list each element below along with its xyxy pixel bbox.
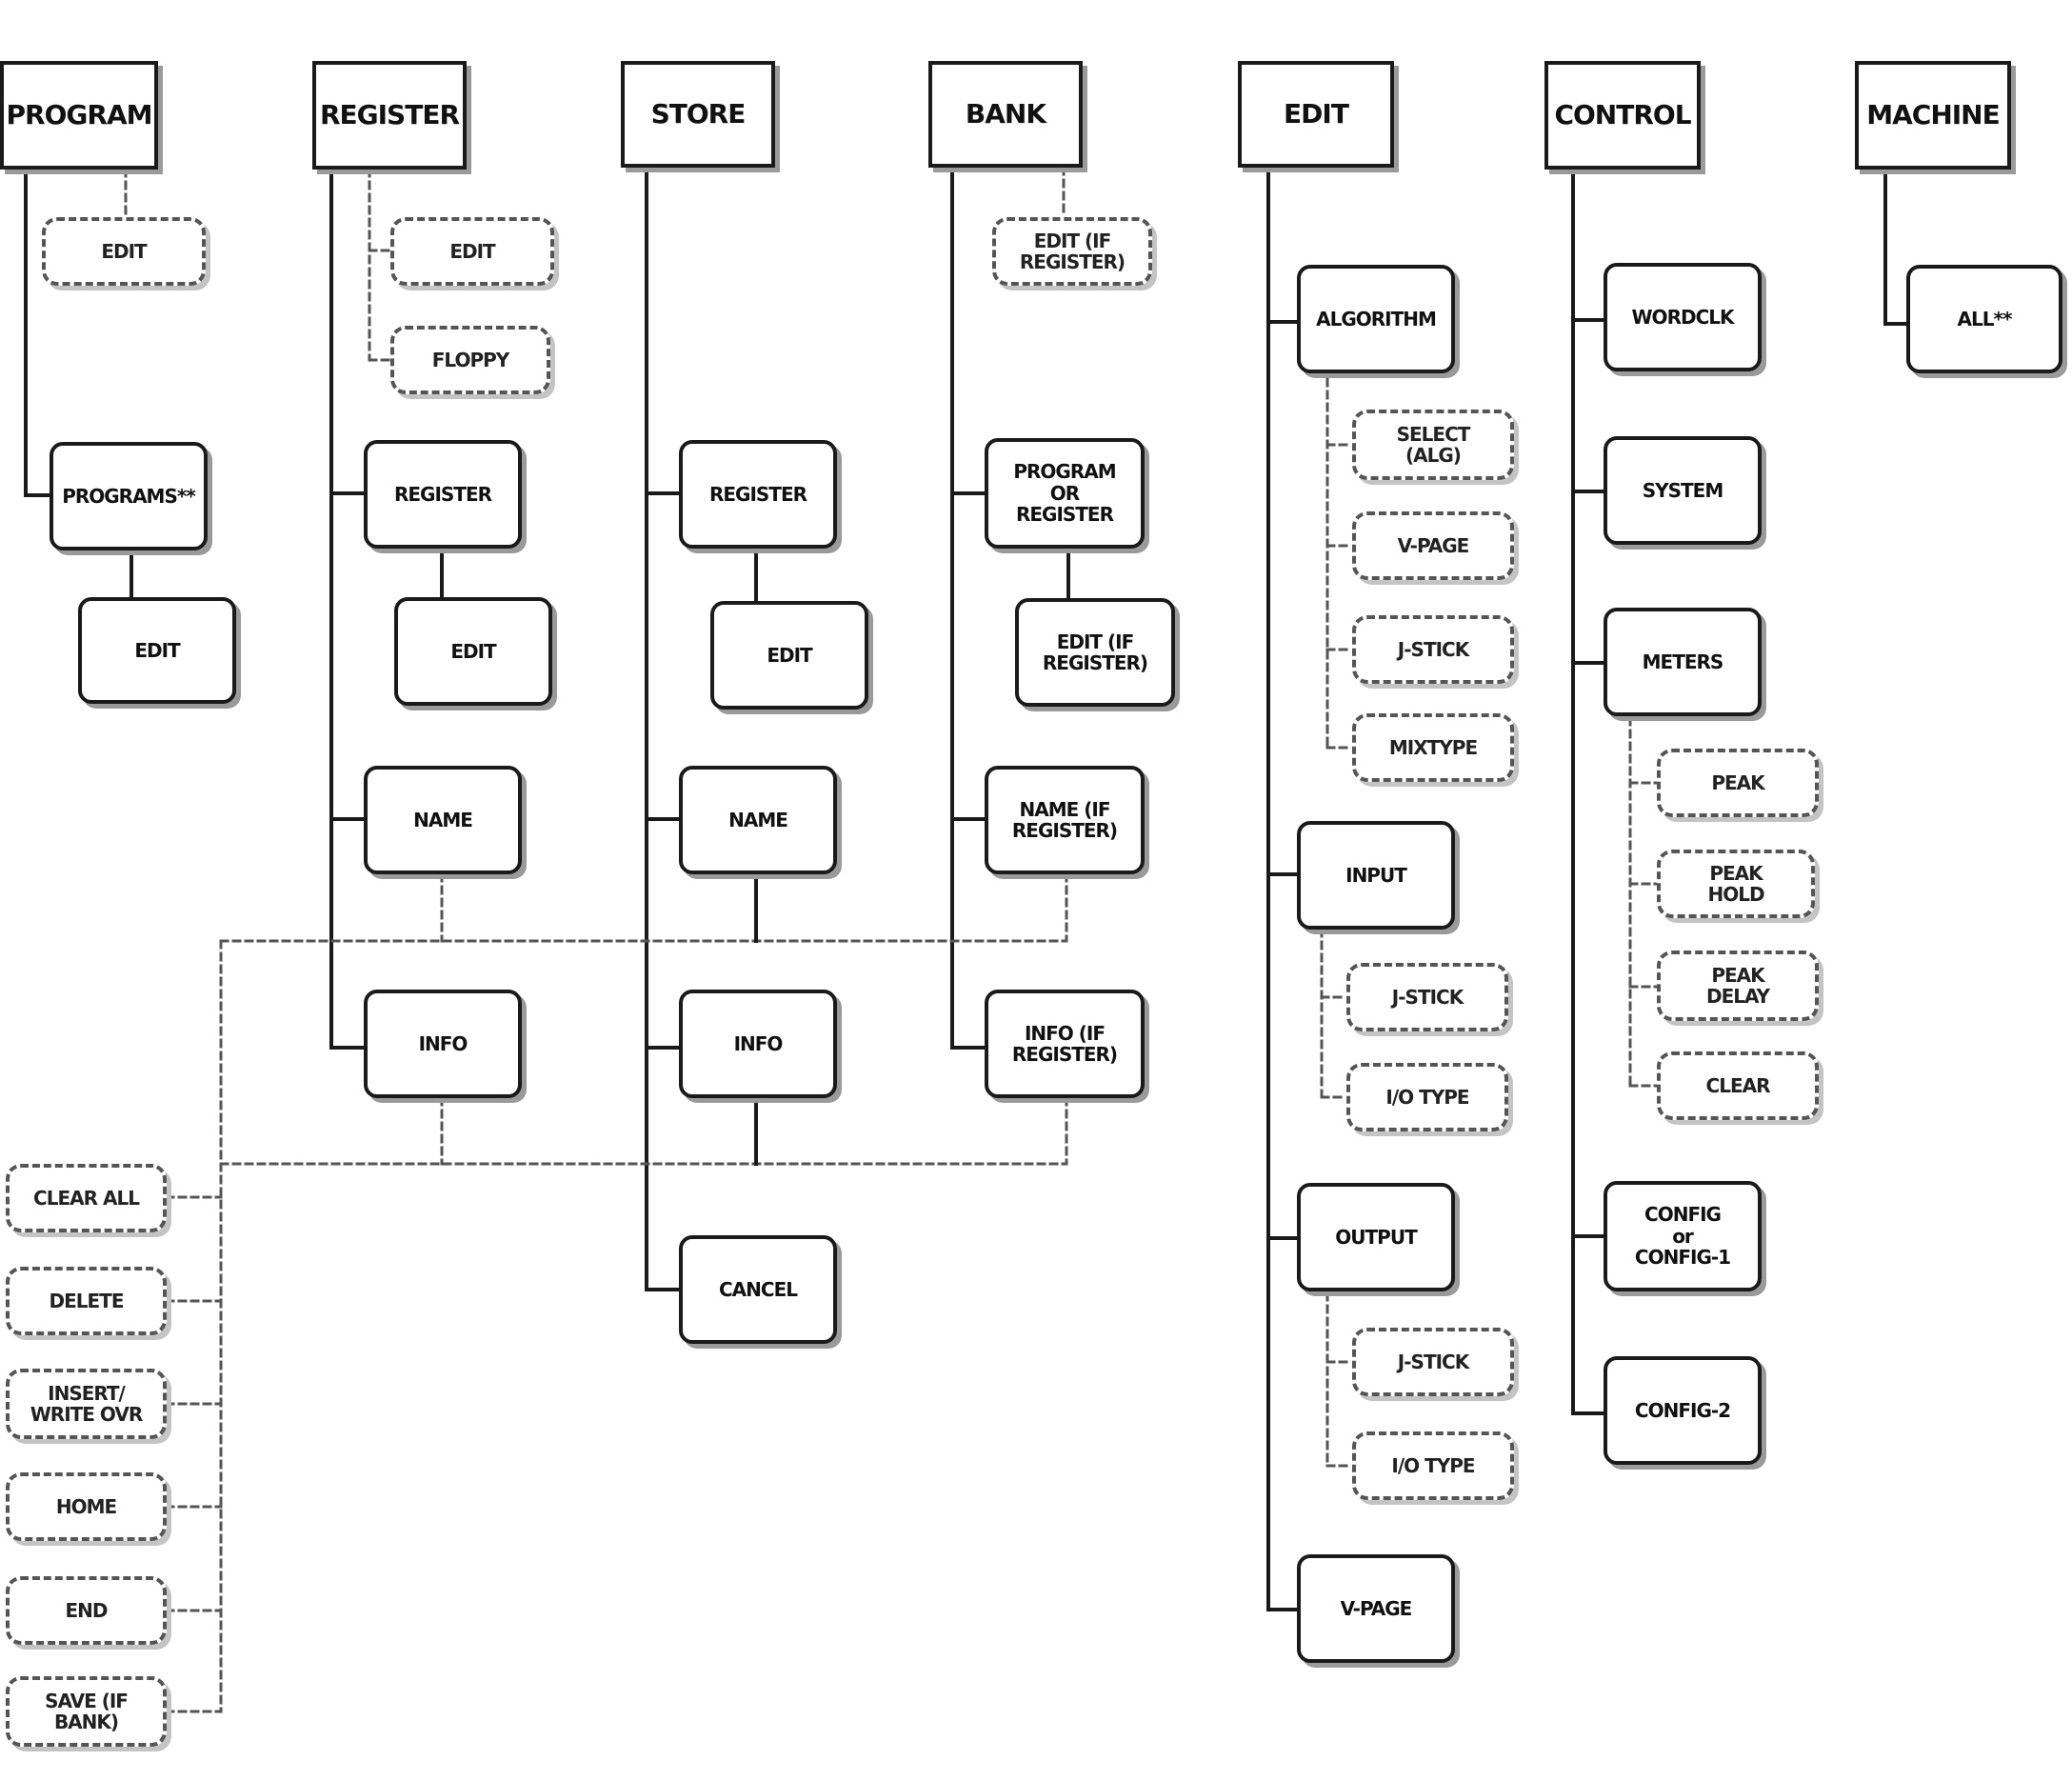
- control-config-item[interactable]: CONFIG or CONFIG-1: [1604, 1181, 1762, 1291]
- option-save-if-bank[interactable]: SAVE (IF BANK): [6, 1676, 167, 1747]
- program-edit-option[interactable]: EDIT: [42, 217, 206, 286]
- store-cancel-item[interactable]: CANCEL: [679, 1235, 837, 1344]
- register-floppy-option[interactable]: FLOPPY: [390, 326, 550, 394]
- store-register-edit[interactable]: EDIT: [710, 601, 868, 710]
- edit-output-item[interactable]: OUTPUT: [1297, 1183, 1455, 1291]
- bank-edit-if-register-item[interactable]: EDIT (IF REGISTER): [1015, 598, 1175, 707]
- option-insert-write-over[interactable]: INSERT/ WRITE OVR: [6, 1369, 167, 1439]
- store-name-item[interactable]: NAME: [679, 766, 837, 874]
- control-wordclk-item[interactable]: WORDCLK: [1604, 263, 1762, 371]
- edit-algorithm-item[interactable]: ALGORITHM: [1297, 265, 1455, 373]
- menu-machine[interactable]: MACHINE: [1855, 61, 2011, 170]
- register-register-edit[interactable]: EDIT: [394, 597, 552, 706]
- register-name-item[interactable]: NAME: [364, 766, 522, 874]
- menu-program[interactable]: PROGRAM: [0, 61, 158, 170]
- control-config2-item[interactable]: CONFIG-2: [1604, 1356, 1762, 1465]
- edit-input-item[interactable]: INPUT: [1297, 821, 1455, 930]
- control-meters-item[interactable]: METERS: [1604, 608, 1762, 716]
- option-delete[interactable]: DELETE: [6, 1267, 167, 1335]
- option-clear-all[interactable]: CLEAR ALL: [6, 1164, 167, 1232]
- meters-peak-hold-option[interactable]: PEAK HOLD: [1657, 850, 1815, 918]
- bank-edit-if-register-option[interactable]: EDIT (IF REGISTER): [992, 217, 1152, 286]
- edit-j-stick-option[interactable]: J-STICK: [1352, 615, 1514, 684]
- meters-clear-option[interactable]: CLEAR: [1657, 1051, 1819, 1120]
- register-register-item[interactable]: REGISTER: [364, 440, 522, 549]
- menu-edit[interactable]: EDIT: [1238, 61, 1394, 168]
- menu-control[interactable]: CONTROL: [1544, 61, 1701, 170]
- bank-info-if-register-item[interactable]: INFO (IF REGISTER): [985, 990, 1145, 1098]
- output-j-stick-option[interactable]: J-STICK: [1352, 1328, 1514, 1396]
- input-j-stick-option[interactable]: J-STICK: [1346, 963, 1508, 1031]
- bank-program-or-register-item[interactable]: PROGRAM OR REGISTER: [985, 438, 1145, 549]
- store-register-item[interactable]: REGISTER: [679, 440, 837, 549]
- register-edit-option[interactable]: EDIT: [390, 217, 554, 286]
- control-system-item[interactable]: SYSTEM: [1604, 436, 1762, 545]
- edit-select-alg-option[interactable]: SELECT (ALG): [1352, 410, 1514, 480]
- input-io-type-option[interactable]: I/O TYPE: [1346, 1063, 1508, 1131]
- option-home[interactable]: HOME: [6, 1472, 167, 1541]
- machine-all-item[interactable]: ALL**: [1906, 265, 2062, 373]
- menu-register[interactable]: REGISTER: [312, 61, 467, 170]
- output-io-type-option[interactable]: I/O TYPE: [1352, 1431, 1514, 1500]
- edit-v-page-item[interactable]: V-PAGE: [1297, 1554, 1455, 1663]
- menu-store[interactable]: STORE: [621, 61, 775, 168]
- register-info-item[interactable]: INFO: [364, 990, 522, 1098]
- edit-mixtype-option[interactable]: MIXTYPE: [1352, 713, 1514, 782]
- program-programs-edit[interactable]: EDIT: [78, 597, 236, 704]
- menu-bank[interactable]: BANK: [928, 61, 1083, 168]
- store-info-item[interactable]: INFO: [679, 990, 837, 1098]
- option-end[interactable]: END: [6, 1576, 167, 1645]
- edit-v-page-option[interactable]: V-PAGE: [1352, 511, 1514, 580]
- program-programs-item[interactable]: PROGRAMS**: [50, 442, 208, 550]
- meters-peak-delay-option[interactable]: PEAK DELAY: [1657, 951, 1819, 1021]
- meters-peak-option[interactable]: PEAK: [1657, 749, 1819, 817]
- bank-name-if-register-item[interactable]: NAME (IF REGISTER): [985, 766, 1145, 874]
